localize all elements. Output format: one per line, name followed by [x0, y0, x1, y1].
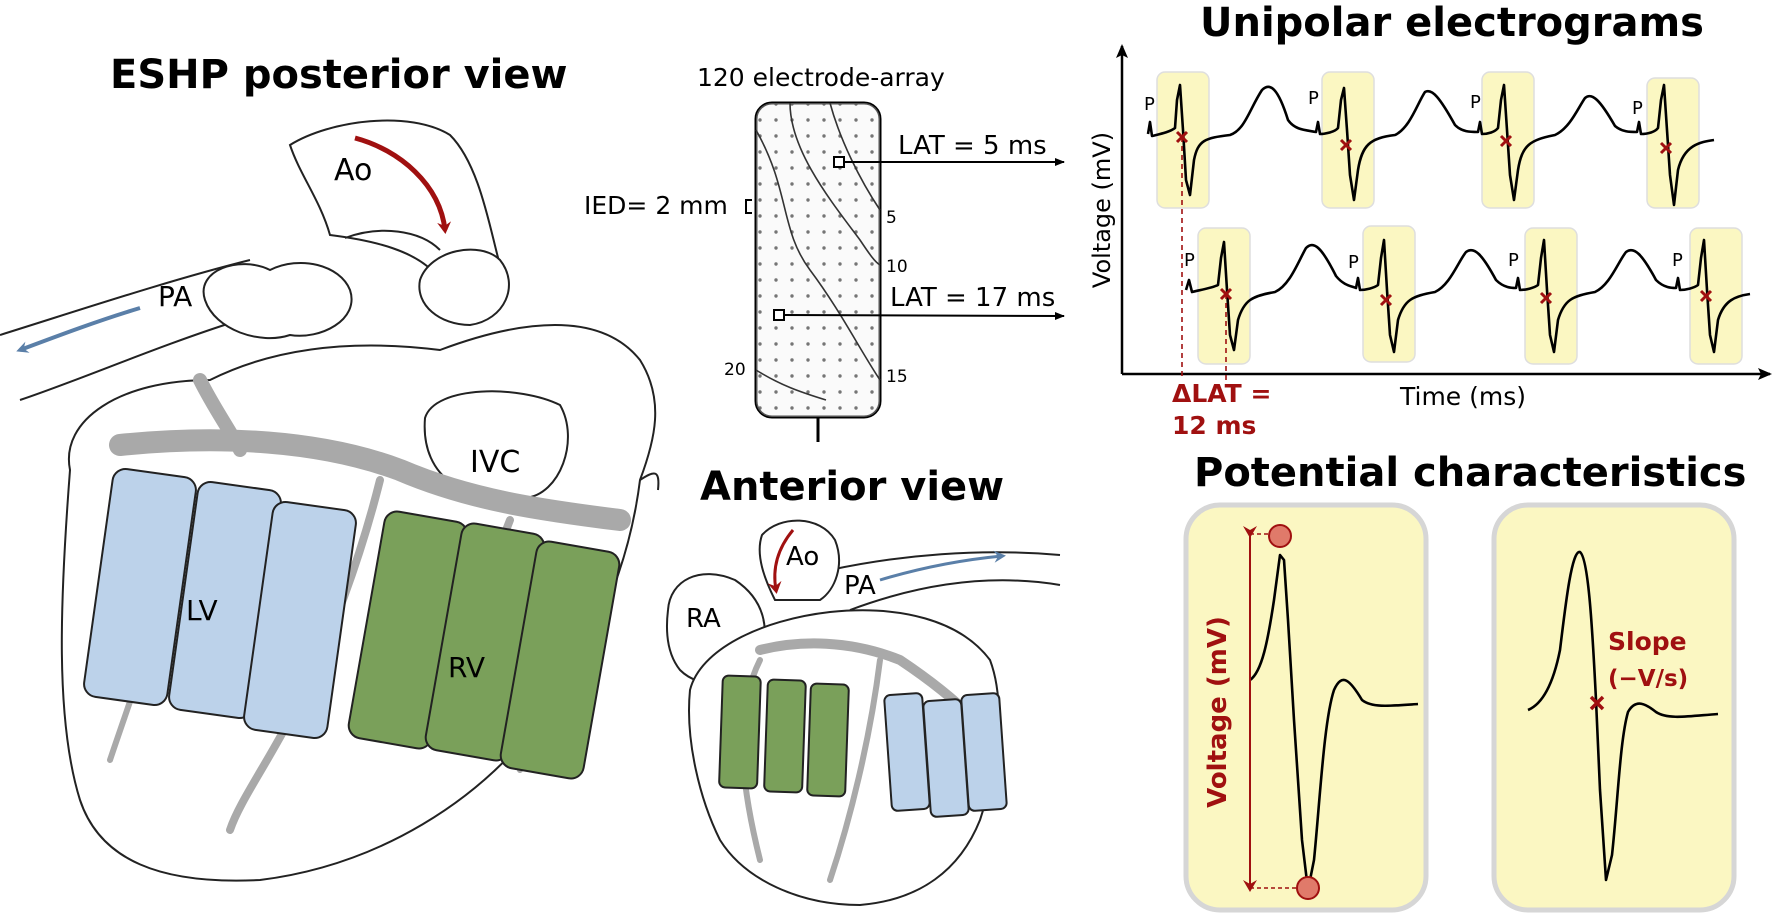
anterior-pa-outline [829, 551, 1061, 571]
lat-arrow-bottom [783, 311, 1065, 320]
anterior-view-panel: Anterior view Ao PA RA [665, 464, 1061, 907]
voltage-metric-label: Voltage (mV) [1203, 616, 1233, 808]
pulmonary-lobe-shape [202, 262, 353, 340]
selected-electrode-marker [773, 309, 785, 321]
delta-lat-label-line2: 12 ms [1172, 411, 1256, 440]
anterior-rv-patch [718, 674, 762, 790]
anterior-rv-patch [806, 682, 850, 798]
aortic-flow-arrow [354, 135, 452, 234]
lat-marker [1339, 138, 1353, 152]
anterior-aortic-arrow [767, 529, 795, 594]
lv-electrode-patch [83, 467, 197, 707]
lat-top-label: LAT = 5 ms [898, 131, 1047, 161]
ied-label: IED= 2 mm [584, 191, 728, 220]
pulmonary-artery-label: PA [158, 280, 192, 313]
p-wave-label: P [1632, 98, 1643, 119]
p-wave-label: P [1470, 92, 1481, 113]
x-axis-label: Time (ms) [1399, 382, 1526, 411]
lv-electrode-patch [243, 500, 357, 740]
electrograms-panel: Unipolar electrograms Voltage (mV) Time … [1088, 0, 1772, 440]
p-wave-label: P [1508, 250, 1519, 271]
anterior-pa-outline [849, 579, 1061, 611]
anterior-pulmonary-arrow [879, 550, 1006, 582]
vessel-lobe-shape [418, 248, 510, 327]
p-wave-label: P [1308, 88, 1319, 109]
ivc-label: IVC [470, 445, 520, 480]
ied-bracket [745, 199, 752, 214]
posterior-view-panel: ESHP posterior view Ao PA [0, 52, 660, 882]
electrode-array-shade [756, 103, 880, 417]
isochrone-label: 10 [886, 257, 908, 277]
electrode-array-panel: 120 electrode-array 5 10 15 20 IED= 2 mm… [584, 63, 1065, 442]
aorta-inner-line [344, 229, 441, 251]
pulmonary-flow-arrow [16, 306, 141, 353]
slope-point-marker [1589, 695, 1605, 711]
isochrone-line [755, 129, 881, 381]
electrogram-trace-bottom [1184, 238, 1751, 354]
isochrone-label: 5 [886, 208, 897, 228]
isochrone-line [789, 102, 881, 266]
posterior-view-title: ESHP posterior view [110, 52, 567, 98]
slope-unit-label: (−V/s) [1608, 666, 1688, 692]
anterior-rv-patch [763, 678, 807, 794]
slope-metric-label: Slope [1608, 627, 1687, 656]
aorta-label: Ao [334, 153, 372, 188]
p-wave-label: P [1672, 250, 1683, 271]
selected-electrode-marker [833, 156, 845, 168]
electrograms-title: Unipolar electrograms [1200, 0, 1704, 46]
slope-card [1491, 502, 1737, 913]
isochrone-line [829, 102, 881, 211]
pulmonary-artery-outline-upper [0, 259, 251, 336]
p-wave-label: P [1144, 94, 1155, 115]
voltage-card-trace [1249, 553, 1419, 892]
p-wave-label: P [1348, 252, 1359, 273]
coronary-branch [193, 373, 247, 457]
isochrone-line [755, 369, 827, 401]
isochrone-label: 20 [724, 360, 746, 380]
lat-marker [1379, 293, 1393, 307]
anterior-pa-label: PA [844, 571, 876, 601]
y-axis-label: Voltage (mV) [1088, 132, 1116, 288]
peak-marker [1268, 524, 1292, 548]
anterior-aorta-shape [758, 519, 840, 601]
trough-marker [1296, 876, 1320, 900]
ivc-notch [639, 472, 660, 491]
pulmonary-artery-outline-lower [19, 319, 241, 401]
lat-marker [1699, 289, 1713, 303]
lat-marker [1659, 141, 1673, 155]
electrogram-trace-top [1146, 83, 1715, 207]
anterior-ra-label: RA [686, 604, 721, 634]
lat-bottom-label: LAT = 17 ms [890, 283, 1055, 313]
p-wave-label: P [1184, 250, 1195, 271]
anterior-coronary-vessel [827, 657, 883, 883]
anterior-view-title: Anterior view [700, 464, 1004, 510]
anterior-lv-patch [960, 692, 1008, 812]
lat-marker [1539, 291, 1553, 305]
anterior-aorta-label: Ao [786, 542, 819, 572]
characteristics-title: Potential characteristics [1194, 450, 1746, 496]
rv-label: RV [448, 651, 485, 684]
lat-marker [1499, 134, 1513, 148]
rv-electrode-patch [499, 540, 621, 780]
array-title: 120 electrode-array [697, 63, 945, 92]
coronary-sinus [109, 429, 631, 531]
isochrone-label: 15 [886, 367, 908, 387]
delta-lat-label-line1: ΔLAT = [1172, 379, 1271, 408]
characteristics-panel: Potential characteristics Voltage (mV) S… [1183, 450, 1746, 913]
lv-label: LV [186, 594, 218, 627]
qrs-highlight [1362, 225, 1416, 363]
lat-markers [1175, 130, 1713, 307]
